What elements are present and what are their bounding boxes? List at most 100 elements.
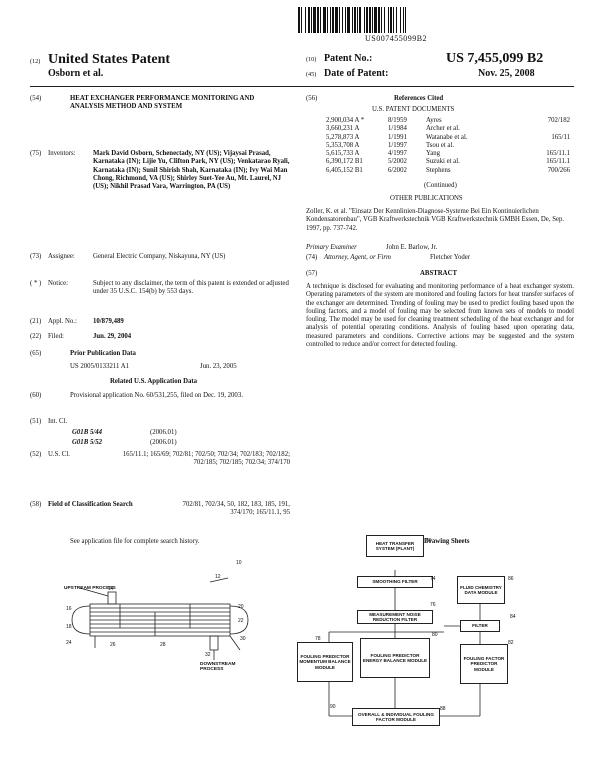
flow-num-90: 90 [330, 704, 336, 710]
barcode-bar [378, 7, 380, 33]
box-fouling-momentum: FOULING PREDICTOR MOMENTUM BALANCE MODUL… [297, 642, 353, 682]
barcode-bar [306, 7, 308, 33]
field-label: Field of Classification Search [48, 501, 133, 508]
fig-label-20: 20 [238, 604, 244, 610]
appl-code: (21) [30, 318, 42, 325]
reference-date: 5/2002 [388, 158, 407, 166]
reference-no: 6,390,172 B1 [326, 158, 363, 166]
flow-num-80: 80 [432, 632, 438, 638]
reference-no: 5,615,733 A [326, 150, 360, 158]
reference-date: 6/2002 [388, 166, 407, 174]
primary-examiner: John E. Barlow, Jr. [386, 244, 438, 251]
upstream-label: UPSTREAM PROCESS [64, 586, 116, 591]
filed-code: (22) [30, 333, 42, 340]
abstract-text: A technique is disclosed for evaluating … [306, 283, 574, 349]
barcode-bar [396, 7, 397, 33]
assignee-label: Assignee: [48, 253, 75, 260]
prior-publication-date: Jun. 23, 2005 [200, 363, 237, 370]
reference-no: 5,278,873 A [326, 133, 360, 141]
downstream-label: DOWNSTREAM PROCESS [200, 662, 236, 673]
barcode-bar [316, 7, 317, 33]
barcode-bar [352, 7, 353, 33]
reference-date: 4/1997 [388, 150, 407, 158]
barcode-bar [400, 7, 401, 33]
fig-label-16: 16 [66, 606, 72, 612]
barcode-bar [354, 7, 356, 33]
fig-label-22: 22 [238, 618, 244, 624]
reference-cls: 165/11 [551, 133, 570, 141]
barcode-bar [369, 7, 371, 33]
barcode-bar [384, 7, 385, 33]
box-fouling-energy: FOULING PREDICTOR ENERGY BALANCE MODULE [360, 638, 430, 678]
prior-publication: US 2005/0133211 A1 [70, 363, 130, 370]
intcl-code: (51) [30, 418, 42, 425]
filed-date: Jun. 29, 2004 [93, 333, 132, 340]
date-code: (45) [306, 71, 317, 78]
reference-date: 1/1997 [388, 141, 407, 149]
box-measurement-noise: MEASUREMENT NOISE REDUCTION FILTER [357, 610, 433, 624]
fig-label-18: 18 [66, 624, 72, 630]
flow-num-82: 82 [508, 640, 514, 646]
barcode-bar [357, 7, 358, 33]
attorney-label: Attorney, Agent, or Firm [324, 254, 391, 261]
notice: Subject to any disclaimer, the term of t… [93, 280, 289, 296]
reference-row: 6,390,172 B1 5/2002 Suzuki et al. 165/11.1 [326, 158, 574, 166]
invention-title: HEAT EXCHANGER PERFORMANCE MONITORING AN… [70, 95, 255, 111]
attorney: Fletcher Yoder [430, 254, 471, 261]
patent-title-banner: United States Patent [48, 52, 171, 67]
right-head [229, 605, 249, 635]
flow-num-88: 88 [440, 706, 446, 712]
flow-num-74: 74 [430, 576, 436, 582]
fig-label-26: 26 [110, 642, 116, 648]
barcode-bar [338, 7, 339, 33]
reference-no: 3,660,231 A [326, 125, 360, 133]
fig-label-28: 28 [160, 642, 166, 648]
filed-label: Filed: [48, 333, 64, 340]
box-fouling-factor: FOULING FACTOR PREDICTOR MODULE [460, 644, 508, 684]
inventors-code: (75) [30, 150, 42, 157]
uscl: 165/11.1; 165/69; 702/81; 702/50; 702/34… [122, 451, 290, 467]
barcode-bar [331, 7, 332, 33]
barcode-bar [342, 7, 343, 33]
provisional-app: Provisional application No. 60/531,255, … [70, 392, 243, 399]
barcode-bar [401, 7, 403, 33]
related-heading: Related U.S. Application Data [110, 378, 198, 385]
reference-cls: 165/11.1 [546, 158, 570, 166]
barcode-bar [372, 7, 373, 33]
barcode-bar [345, 7, 346, 33]
barcode-bar [359, 7, 361, 33]
claims-count: 7 Claims, 4 Drawing Sheets [390, 538, 470, 545]
flow-num-86: 86 [508, 576, 514, 582]
intcl-label: Int. Cl. [48, 418, 68, 425]
fig-label-10: 10 [236, 560, 242, 566]
barcode-bar [382, 7, 384, 33]
barcode-bar [332, 7, 334, 33]
reference-no: 2,900,034 A * [326, 117, 365, 124]
barcode-bar [340, 7, 342, 33]
flow-num-84: 84 [510, 614, 516, 620]
barcode-bar [320, 7, 321, 33]
barcode-bar [365, 7, 366, 33]
barcode-bar [339, 7, 340, 33]
patent-date: Nov. 25, 2008 [478, 68, 535, 79]
reference-name: Suzuki et al. [426, 158, 460, 166]
box-smoothing-filter: SMOOTHING FILTER [357, 576, 433, 588]
reference-name: Watanabe et al. [426, 133, 468, 141]
barcode-bar [405, 7, 406, 33]
barcode-bar [380, 7, 381, 33]
attorney-code: (74) [306, 254, 318, 261]
continued: (Continued) [424, 182, 457, 189]
uscl-code: (52) [30, 451, 42, 458]
country-code: (12) [30, 58, 41, 65]
barcode-bar [300, 7, 301, 33]
fig-label-30: 30 [240, 636, 246, 642]
intcl-1-date: (2006.01) [150, 429, 177, 436]
intcl-2-date: (2006.01) [150, 439, 177, 446]
intcl-1: G01B 5/44 [72, 429, 103, 436]
flow-num-60: 60 [426, 538, 432, 544]
